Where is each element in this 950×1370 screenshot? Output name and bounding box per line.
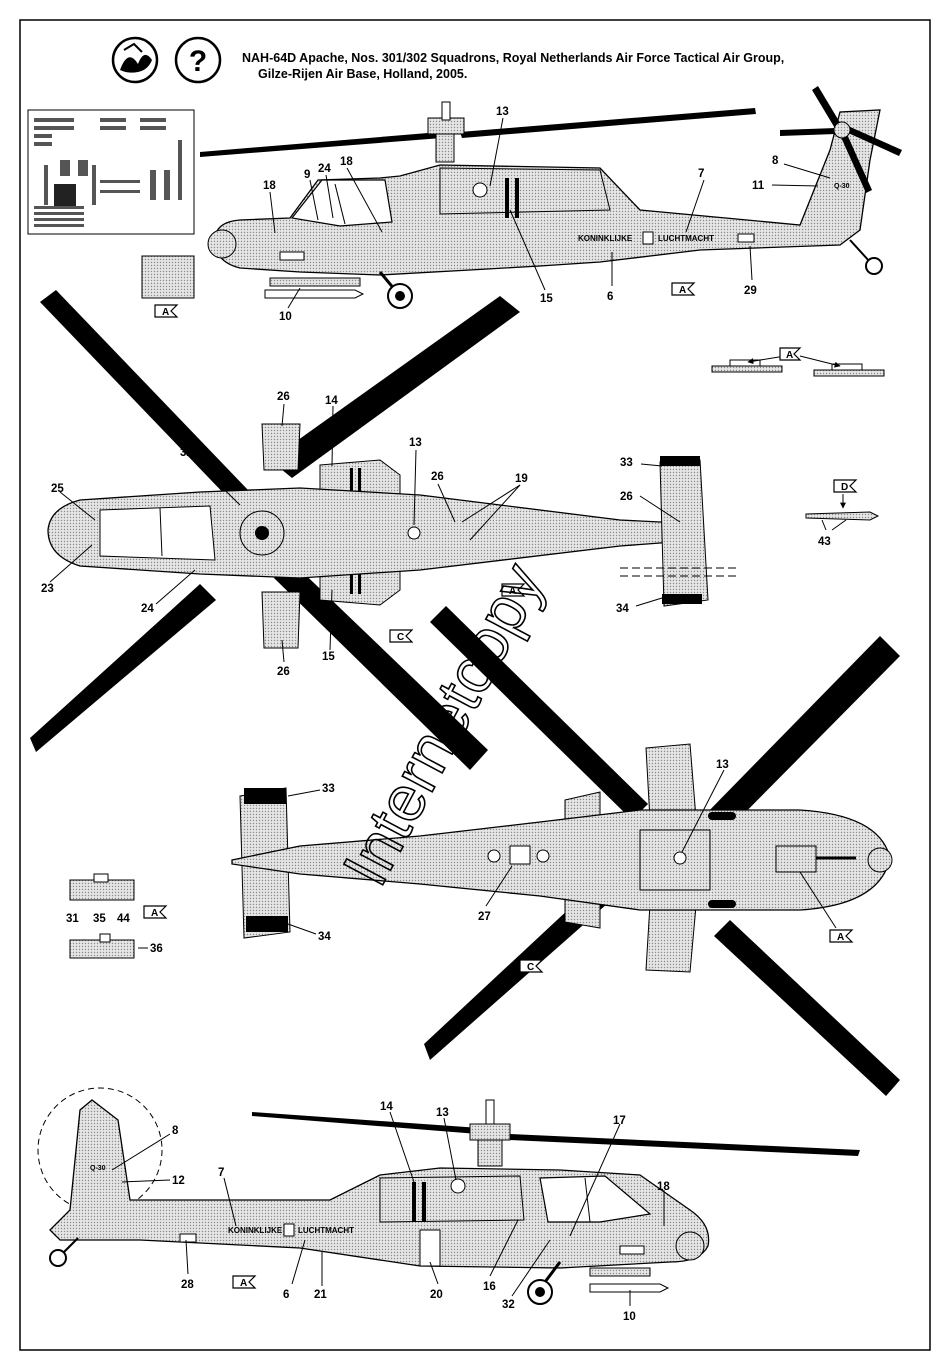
callouts-view-1: 13 18 24 18 9 7 8 11 15 6 29 10 [263,106,831,323]
marking-luchtmacht: LUCHTMACHT [658,234,714,243]
svg-text:34: 34 [318,931,331,943]
callouts-view-2: 26 14 13 32 25 23 26 19 33 26 24 15 26 3… [41,391,681,678]
svg-text:11: 11 [752,180,765,192]
svg-text:13: 13 [436,1107,449,1119]
title-line-2: Gilze-Rijen Air Base, Holland, 2005. [258,67,467,81]
svg-text:8: 8 [172,1125,179,1137]
title-line-1: NAH-64D Apache, Nos. 301/302 Squadrons, … [242,51,784,65]
svg-text:28: 28 [181,1279,194,1291]
svg-text:19: 19 [515,473,528,485]
svg-text:33: 33 [620,457,633,469]
svg-text:27: 27 [478,911,491,923]
sheet-border [19,19,931,1351]
bottom-view [231,606,900,1096]
letter-flag-a: A [501,583,526,597]
svg-text:13: 13 [409,437,422,449]
right-side-profile: KONINKLIJKE LUCHTMACHT Q-30 [37,1087,860,1305]
svg-text:18: 18 [263,180,276,192]
svg-text:24: 24 [141,603,154,615]
svg-text:A: A [151,908,158,919]
svg-text:9: 9 [304,169,310,181]
svg-text:A: A [786,350,793,361]
svg-text:15: 15 [540,293,553,305]
letter-flag-a: A [154,304,179,318]
svg-text:18: 18 [340,156,353,168]
svg-text:36: 36 [150,943,163,955]
letter-flag-c: C [389,629,414,643]
pylon-side-details: A 31 35 44 36 [66,873,168,959]
svg-text:Q-30: Q-30 [90,1165,106,1172]
svg-text:10: 10 [279,311,292,323]
svg-text:26: 26 [620,491,633,503]
svg-text:KONINKLIJKE: KONINKLIJKE [228,1226,283,1235]
svg-text:44: 44 [117,913,130,925]
svg-text:13: 13 [716,759,729,771]
svg-text:29: 29 [744,285,757,297]
svg-text:17: 17 [613,1115,626,1127]
svg-text:D: D [841,482,848,493]
letter-flag-a: A [799,871,854,943]
svg-text:14: 14 [380,1101,393,1113]
paint-swatch [141,255,195,299]
svg-text:14: 14 [325,395,338,407]
svg-text:32: 32 [502,1299,515,1311]
svg-text:43: 43 [818,536,831,548]
svg-text:8: 8 [772,155,779,167]
missile-detail: D 43 [805,479,880,548]
svg-text:35: 35 [93,913,106,925]
instruction-icon [111,36,159,84]
svg-text:13: 13 [496,106,509,118]
svg-text:21: 21 [314,1289,327,1301]
marking-koninklijke: KONINKLIJKE [578,234,633,243]
svg-text:A: A [240,1278,247,1289]
callouts-view-4: 8 12 7 14 13 17 18 28 6 21 20 16 32 10 [111,1101,670,1323]
svg-text:24: 24 [318,163,331,175]
marking-serial: Q-30 [834,183,850,190]
svg-text:12: 12 [172,1175,185,1187]
svg-text:16: 16 [483,1281,496,1293]
svg-text:10: 10 [623,1311,636,1323]
svg-text:34: 34 [616,603,629,615]
svg-text:25: 25 [51,483,64,495]
left-side-profile: KONINKLIJKE LUCHTMACHT Q-30 [200,86,902,309]
svg-text:A: A [162,307,169,318]
letter-flag-a: A [671,282,696,296]
svg-text:33: 33 [322,783,335,795]
svg-text:LUCHTMACHT: LUCHTMACHT [298,1226,354,1235]
svg-text:26: 26 [431,471,444,483]
svg-text:23: 23 [41,583,54,595]
svg-text:26: 26 [277,666,290,678]
pylon-detail-views: A [711,347,885,377]
top-view [30,290,736,770]
svg-text:20: 20 [430,1289,443,1301]
question-mark-icon: ? [174,36,222,84]
svg-text:7: 7 [218,1167,224,1179]
svg-text:32: 32 [180,447,193,459]
svg-text:A: A [837,932,844,943]
svg-text:A: A [679,285,686,296]
svg-text:7: 7 [698,168,704,180]
letter-flag-c: C [519,959,544,973]
callouts-view-3: 33 13 27 34 [287,759,729,943]
letter-flag-a: A [232,1275,257,1289]
decal-sheet-thumbnail [27,109,195,235]
svg-text:6: 6 [283,1289,289,1301]
svg-text:31: 31 [66,913,79,925]
svg-text:A: A [509,586,516,597]
svg-text:C: C [527,962,534,973]
svg-text:15: 15 [322,651,335,663]
svg-text:6: 6 [607,291,613,303]
svg-text:C: C [397,632,404,643]
svg-text:26: 26 [277,391,290,403]
question-mark: ? [189,45,207,78]
svg-text:18: 18 [657,1181,670,1193]
